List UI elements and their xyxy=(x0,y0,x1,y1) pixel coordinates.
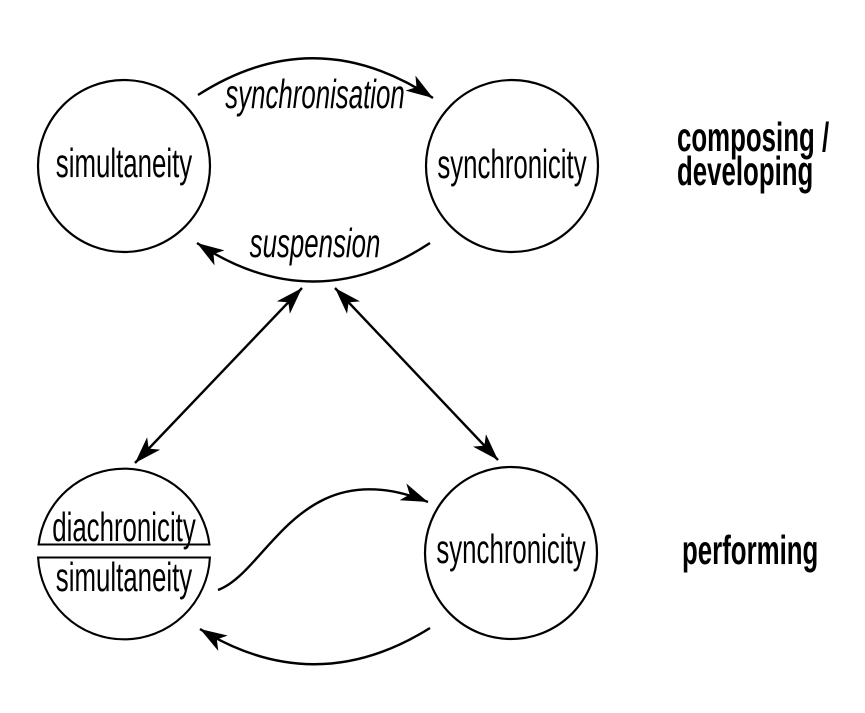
label-synchronicity-top: synchronicity xyxy=(437,141,587,187)
label-simultaneity-top: simultaneity xyxy=(55,140,193,186)
split-circle-upper-half xyxy=(37,467,211,546)
label-diachronicity: diachronicity xyxy=(52,504,196,550)
performing-forward-arrow xyxy=(217,483,429,592)
suspension-arrow xyxy=(196,241,431,283)
circle-synchronicity-bottom xyxy=(423,465,599,641)
label-simultaneity-bottom: simultaneity xyxy=(55,554,193,600)
label-synchronicity-bottom: synchronicity xyxy=(436,526,586,572)
label-composing-line2: developing xyxy=(677,148,814,194)
split-circle-lower-half xyxy=(36,556,212,641)
circle-simultaneity-top xyxy=(36,78,212,254)
label-synchronisation: synchronisation xyxy=(225,71,405,117)
label-performing: performing xyxy=(682,527,819,573)
synchronisation-arrow xyxy=(197,57,434,100)
performing-return-arrow xyxy=(199,626,431,666)
label-suspension: suspension xyxy=(249,220,381,266)
bidirectional-arrow-left xyxy=(134,287,303,464)
label-composing-line1: composing / xyxy=(677,114,830,160)
bidirectional-arrow-right xyxy=(334,287,499,461)
circle-synchronicity-top xyxy=(424,78,600,254)
